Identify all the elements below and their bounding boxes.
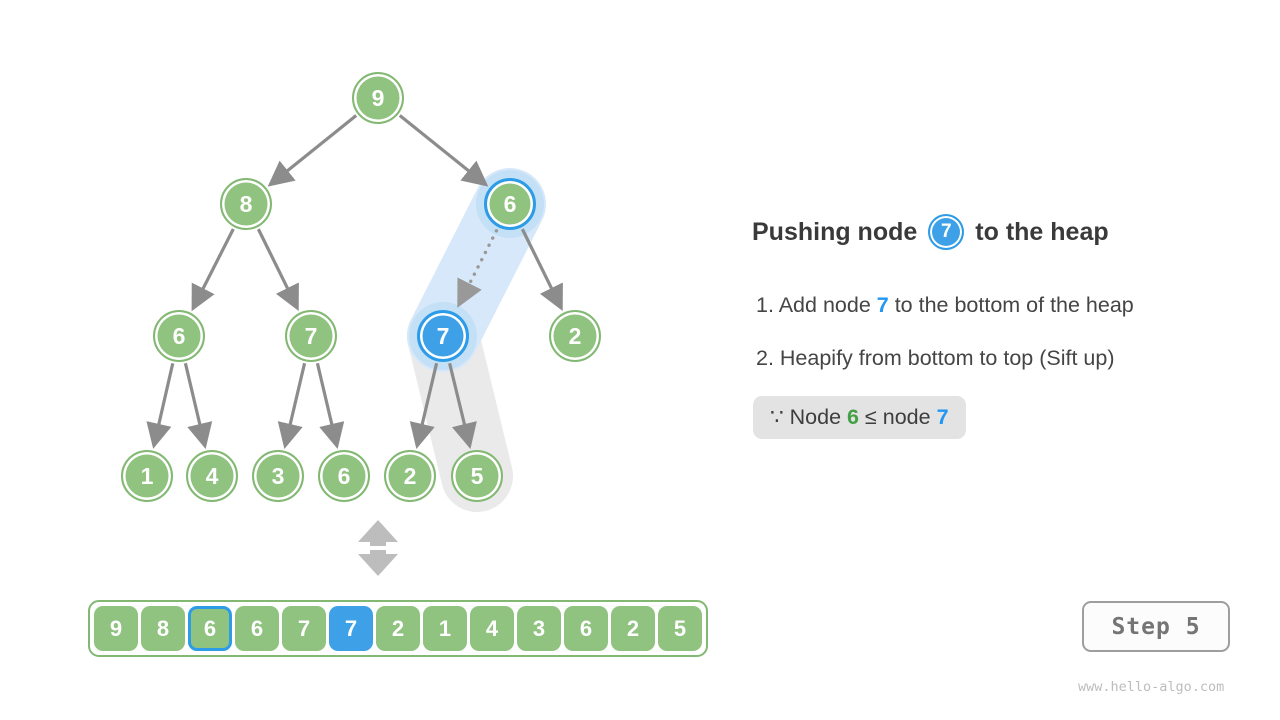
- panel-title-pre: Pushing node: [752, 217, 918, 246]
- comparison-note: ∵ Node 6 ≤ node 7: [753, 396, 966, 439]
- array-cell: 2: [611, 606, 655, 651]
- tree-node-4: 4: [186, 450, 238, 502]
- panel-title: Pushing node 7 to the heap: [752, 214, 1109, 250]
- text-fragment: ≤ node: [859, 405, 937, 429]
- tree-node-6: 6: [153, 310, 205, 362]
- array-cell: 7: [282, 606, 326, 651]
- array-cell: 4: [470, 606, 514, 651]
- text-fragment: 7: [876, 293, 889, 317]
- tree-array-swap-icon: [358, 520, 398, 576]
- array-cell: 1: [423, 606, 467, 651]
- text-fragment: 7: [936, 405, 949, 429]
- array-cell: 6: [235, 606, 279, 651]
- panel-title-post: to the heap: [975, 217, 1109, 246]
- array-cell: 2: [376, 606, 420, 651]
- text-fragment: to the bottom of the heap: [888, 293, 1134, 317]
- pushed-node-badge: 7: [928, 214, 965, 250]
- text-fragment: 1. Add node: [756, 293, 877, 317]
- tree-node-6: 6: [318, 450, 370, 502]
- step-indicator: Step 5: [1082, 601, 1230, 652]
- pushed-node-value: 7: [940, 221, 952, 242]
- text-fragment: 2. Heapify from bottom to top (Sift up): [756, 346, 1115, 370]
- tree-node-2: 2: [384, 450, 436, 502]
- step-indicator-label: Step 5: [1111, 613, 1201, 640]
- tree-node-5: 5: [451, 450, 503, 502]
- tree-node-1: 1: [121, 450, 173, 502]
- text-fragment: ∵ Node: [770, 405, 848, 429]
- instruction-step-2: 2. Heapify from bottom to top (Sift up): [756, 346, 1115, 371]
- tree-node-8: 8: [220, 178, 272, 230]
- instruction-step-1: 1. Add node 7 to the bottom of the heap: [756, 293, 1134, 318]
- watermark: www.hello-algo.com: [1078, 679, 1225, 695]
- tree-node-2: 2: [549, 310, 601, 362]
- tree-node-7: 7: [285, 310, 337, 362]
- tree-node-7: 7: [417, 310, 469, 362]
- array-cell: 8: [141, 606, 185, 651]
- array-cell: 6: [564, 606, 608, 651]
- tree-node-3: 3: [252, 450, 304, 502]
- tree-node-6: 6: [484, 178, 536, 230]
- array-cell: 7: [329, 606, 373, 651]
- array-cell: 3: [517, 606, 561, 651]
- tree-node-9: 9: [352, 72, 404, 124]
- text-fragment: 6: [847, 405, 859, 429]
- array-cell: 9: [94, 606, 138, 651]
- array-cell: 5: [658, 606, 702, 651]
- array-cell: 6: [188, 606, 232, 651]
